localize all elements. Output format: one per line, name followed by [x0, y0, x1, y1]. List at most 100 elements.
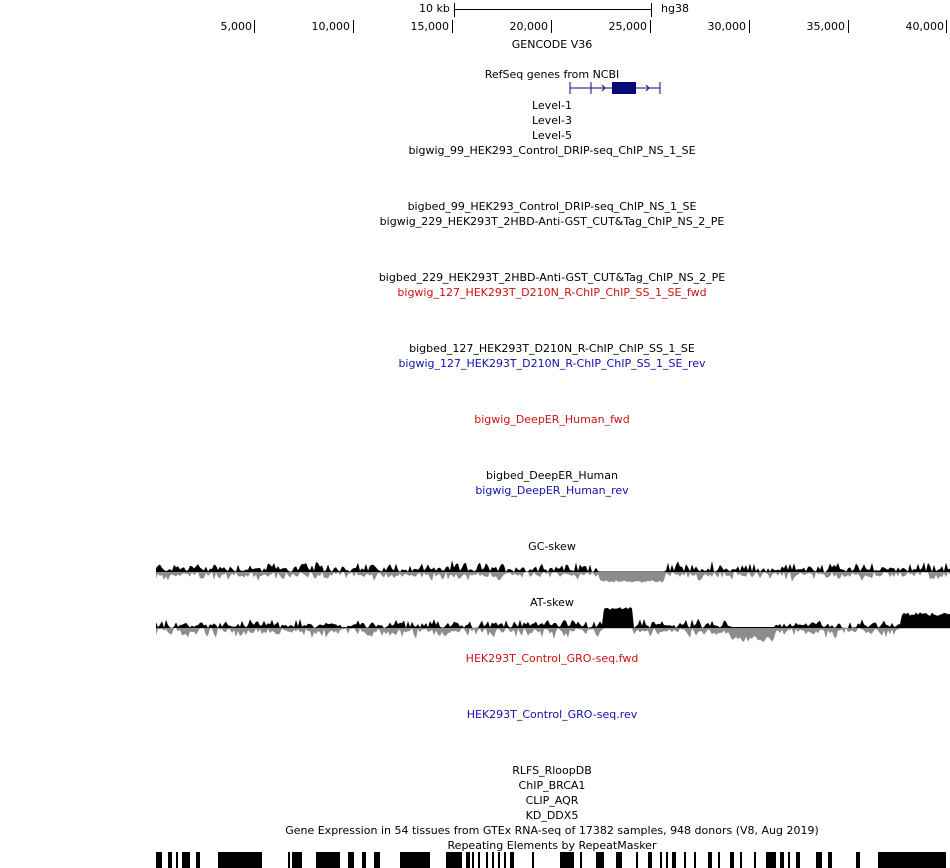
repeat-element: [740, 852, 742, 868]
repeat-element: [596, 852, 604, 868]
repeat-element: [362, 852, 366, 868]
scale-bar: 10 kb hg38: [0, 0, 950, 18]
ruler-tick-label: 15,000: [410, 20, 450, 33]
repeat-element: [176, 852, 178, 868]
repeat-element: [218, 852, 262, 868]
scale-bar-left-cap: [454, 3, 455, 17]
track-label-level-5[interactable]: Level-5: [531, 129, 572, 142]
repeat-element: [754, 852, 756, 868]
ruler-tick-label: 10,000: [311, 20, 351, 33]
track-label-gc-skew[interactable]: GC-skew: [528, 540, 576, 553]
scale-bar-line: [454, 9, 651, 10]
scale-bar-right-cap: [651, 3, 652, 17]
repeat-element: [320, 852, 340, 868]
track-label-repeatmasker[interactable]: Repeating Elements by RepeatMasker: [447, 839, 657, 852]
ruler-tick: [353, 20, 354, 33]
repeat-element: [648, 852, 652, 868]
repeat-element: [718, 852, 720, 868]
assembly-label: hg38: [661, 2, 689, 15]
ruler-tick-label: 40,000: [905, 20, 945, 33]
ruler-tick-label: 30,000: [707, 20, 747, 33]
track-label-level-3[interactable]: Level-3: [531, 114, 572, 127]
track-label-r-chip-fwd[interactable]: bigwig_127_HEK293T_D210N_R-ChIP_ChIP_SS_…: [397, 286, 707, 299]
track-label-deeper-bigbed[interactable]: bigbed_DeepER_Human: [485, 469, 618, 482]
track-label-refseq[interactable]: RefSeq genes from NCBI: [484, 68, 620, 81]
repeat-element: [466, 852, 470, 868]
at-skew-wiggle-track[interactable]: [156, 606, 950, 650]
repeat-element: [636, 852, 638, 868]
repeat-element: [456, 852, 458, 868]
repeat-element: [560, 852, 574, 868]
ruler-tick: [946, 20, 947, 33]
repeat-element: [478, 852, 480, 868]
repeat-element: [196, 852, 200, 868]
repeat-element: [766, 852, 776, 868]
repeat-element: [156, 852, 162, 868]
gc-skew-wiggle-track[interactable]: [156, 552, 950, 590]
repeat-element: [788, 852, 790, 868]
ruler-tick-label: 25,000: [608, 20, 648, 33]
repeat-element: [316, 852, 320, 868]
ruler-tick-label: 5,000: [220, 20, 253, 33]
repeat-element: [666, 852, 668, 868]
track-label-deeper-fwd[interactable]: bigwig_DeepER_Human_fwd: [474, 413, 630, 426]
repeat-element: [816, 852, 822, 868]
repeat-element: [348, 852, 354, 868]
track-label-clip-aqr[interactable]: CLIP_AQR: [525, 794, 579, 807]
track-label-gro-seq-fwd[interactable]: HEK293T_Control_GRO-seq.fwd: [465, 652, 639, 665]
track-label-cut-tag-bigwig[interactable]: bigwig_229_HEK293T_2HBD-Anti-GST_CUT&Tag…: [379, 215, 725, 228]
repeat-element: [510, 852, 514, 868]
repeatmasker-track[interactable]: [156, 852, 950, 868]
ruler-tick-label: 20,000: [509, 20, 549, 33]
repeat-element: [856, 852, 860, 868]
track-label-r-chip-bigbed[interactable]: bigbed_127_HEK293T_D210N_R-ChIP_ChIP_SS_…: [409, 342, 695, 355]
track-label-at-skew[interactable]: AT-skew: [530, 596, 574, 609]
repeat-element: [708, 852, 712, 868]
repeat-element: [504, 852, 506, 868]
track-label-r-chip-rev[interactable]: bigwig_127_HEK293T_D210N_R-ChIP_ChIP_SS_…: [398, 357, 706, 370]
repeat-element: [486, 852, 488, 868]
track-label-kd-ddx5[interactable]: KD_DDX5: [525, 809, 579, 822]
wiggle-positive: [156, 560, 950, 572]
ruler-tick: [452, 20, 453, 33]
repeat-element: [780, 852, 784, 868]
track-label-chip-brca1[interactable]: ChIP_BRCA1: [518, 779, 586, 792]
wiggle-negative: [156, 628, 950, 642]
track-label-drip-seq-bigwig[interactable]: bigwig_99_HEK293_Control_DRIP-seq_ChIP_N…: [408, 144, 696, 157]
ruler-tick: [650, 20, 651, 33]
ruler-tick: [551, 20, 552, 33]
repeat-element: [878, 852, 946, 868]
repeat-element: [796, 852, 800, 868]
ruler-tick-label: 35,000: [806, 20, 846, 33]
refseq-gene-model[interactable]: [560, 80, 670, 96]
ruler-tick: [848, 20, 849, 33]
track-label-gtex[interactable]: Gene Expression in 54 tissues from GTEx …: [285, 824, 819, 837]
repeat-element: [730, 852, 734, 868]
track-label-gro-seq-rev[interactable]: HEK293T_Control_GRO-seq.rev: [466, 708, 638, 721]
scale-length-label: 10 kb: [419, 2, 450, 15]
repeat-element: [828, 852, 832, 868]
track-label-level-1[interactable]: Level-1: [531, 99, 572, 112]
base-position-ruler[interactable]: 5,000 10,000 15,000 20,000 25,000 30,000…: [0, 16, 950, 38]
track-label-cut-tag-bigbed[interactable]: bigbed_229_HEK293T_2HBD-Anti-GST_CUT&Tag…: [378, 271, 726, 284]
repeat-element: [492, 852, 494, 868]
track-label-deeper-rev[interactable]: bigwig_DeepER_Human_rev: [475, 484, 629, 497]
repeat-element: [472, 852, 474, 868]
repeat-element: [672, 852, 676, 868]
repeat-element: [660, 852, 662, 868]
repeat-element: [168, 852, 172, 868]
track-label-gencode[interactable]: GENCODE V36: [511, 38, 593, 51]
wiggle-negative: [156, 572, 950, 583]
wiggle-positive: [156, 607, 950, 628]
repeat-element: [182, 852, 190, 868]
ruler-tick: [749, 20, 750, 33]
repeat-element: [694, 852, 696, 868]
repeat-element: [292, 852, 302, 868]
repeat-element: [684, 852, 686, 868]
repeat-element: [532, 852, 534, 868]
repeat-element: [374, 852, 380, 868]
track-label-drip-seq-bigbed[interactable]: bigbed_99_HEK293_Control_DRIP-seq_ChIP_N…: [407, 200, 697, 213]
track-label-rlfs-rloopdb[interactable]: RLFS_RloopDB: [512, 764, 592, 777]
repeat-element: [498, 852, 500, 868]
